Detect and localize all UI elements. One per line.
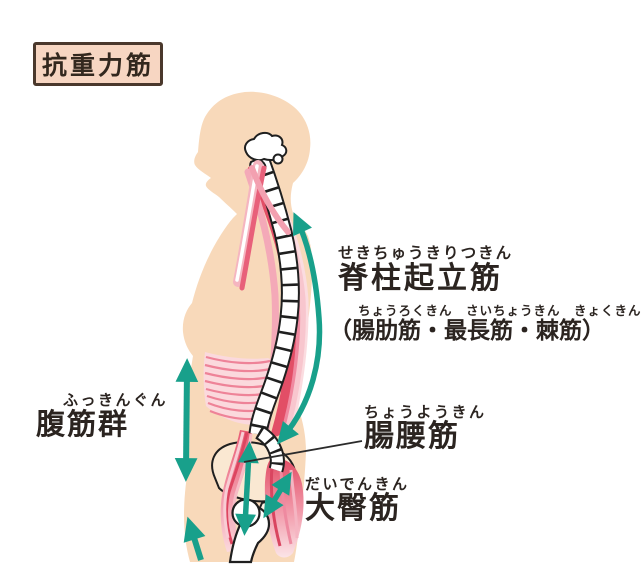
erector-spinae-name: 脊柱起立筋 [338,261,503,297]
title-box: 抗重力筋 [33,42,163,86]
sacrum-bone [255,425,285,473]
iliopsoas-label: ちょうようきん 腸腰筋 [364,403,487,454]
thigh-front-arrow [183,516,206,561]
gluteus-maximus-label: だいでんきん 大臀筋 [305,475,410,526]
erector-components-furigana: ちょうろくきん さいちょうきん きょくきん [358,302,641,318]
page-title: 抗重力筋 [41,51,154,80]
abdominal-arrow [174,358,199,482]
erector-spinae-furigana: せきちゅうきりつきん [338,244,514,262]
gluteus-maximus-furigana: だいでんきん [305,475,410,493]
gluteus-maximus-name: 大臀筋 [305,490,401,526]
erector-spinae-label: せきちゅうきりつきん 脊柱起立筋 ちょうろくきん さいちょうきん きょくきん （… [329,244,641,343]
gluteus-arrow [263,471,292,519]
erector-components-name: （腸肋筋・最長筋・棘筋） [329,317,605,344]
abdominal-group-furigana: ふっきんぐん [63,391,169,409]
iliopsoas-name: 腸腰筋 [364,418,460,454]
erector-spinae-arrow [277,212,323,445]
iliopsoas-furigana: ちょうようきん [364,403,487,421]
abdominal-group-label: ふっきんぐん 腹筋群 [36,391,169,441]
hip-vertical-arrow [235,441,259,536]
iliopsoas-pointer-line [243,440,363,463]
arrows [174,212,323,561]
abdominal-group-name: 腹筋群 [36,406,130,441]
